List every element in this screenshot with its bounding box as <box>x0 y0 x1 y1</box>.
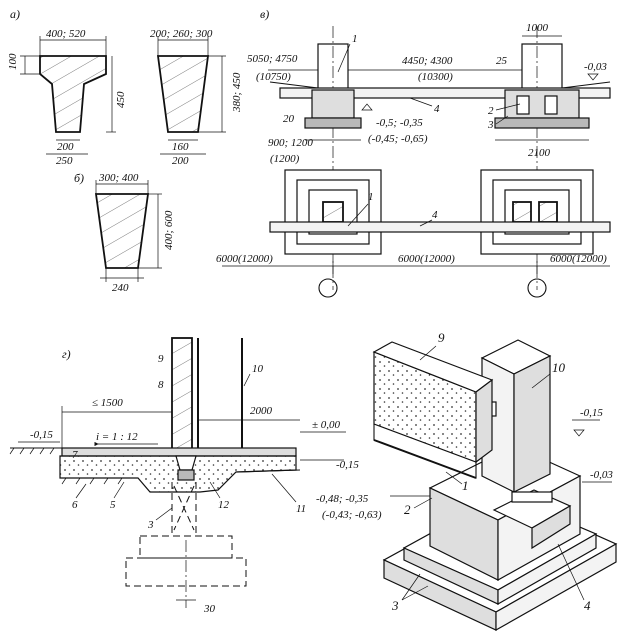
iso-callout-4: 4 <box>584 598 591 613</box>
t-beam-shape <box>39 55 107 133</box>
callout-4: 4 <box>434 103 440 115</box>
isometric-foundation: 9 10 1 2 3 4 -0,15 -0,03 -0,48; -0,35 (-… <box>316 330 618 632</box>
trapezoid-base-label: 160 <box>172 141 189 153</box>
iso-callout-3: 3 <box>391 598 399 613</box>
g-dim-30: 30 <box>203 603 216 615</box>
plan-right-column-b <box>538 201 558 223</box>
section-b-top-label: 300; 400 <box>98 172 139 184</box>
callout-1: 1 <box>352 33 358 45</box>
plan-right-column-a <box>512 201 532 223</box>
t-base-label: 200 <box>57 141 74 153</box>
mid-span-label: 4450; 4300 <box>402 55 453 67</box>
level-050-label: -0,5; -0,35 <box>376 117 423 129</box>
grid-bubble-left <box>318 278 338 298</box>
width-1000-label: 1000 <box>526 22 549 34</box>
trapezoid-beam-shape <box>156 55 210 133</box>
label-a: а) <box>10 7 20 21</box>
footing2-label: (1200) <box>270 153 300 165</box>
plan-left-column <box>322 201 344 223</box>
grid-mid-label: 6000(12000) <box>398 253 455 265</box>
width-25-label: 25 <box>496 55 508 67</box>
iso-callout-2: 2 <box>404 502 411 517</box>
plan-callout-1: 1 <box>368 191 374 203</box>
g-callout-9: 9 <box>158 353 164 365</box>
dim-20-label: 20 <box>283 113 295 125</box>
g-callout-6: 6 <box>72 499 78 511</box>
footing-label: 900; 1200 <box>268 137 313 149</box>
iso-level-003: -0,03 <box>590 469 613 481</box>
callout-2: 2 <box>488 105 494 117</box>
label-v: в) <box>260 7 269 21</box>
section-v-foundation: в) 5050; 4750 (10750) 4450; 4300 (10300)… <box>216 7 611 298</box>
iso-level-043: (-0,43; -0,63) <box>322 509 382 521</box>
g-callout-12: 12 <box>218 499 230 511</box>
g-span-label: ≤ 1500 <box>92 397 123 409</box>
left-span-label: 5050; 4750 <box>247 53 298 65</box>
footing-right-label: 2100 <box>528 147 551 159</box>
g-slope-label: i = 1 : 12 <box>96 431 138 443</box>
right-column <box>521 43 563 91</box>
left-footing-lower <box>304 117 362 129</box>
callout-3: 3 <box>487 119 494 131</box>
level-045-label: (-0,45; -0,65) <box>368 133 428 145</box>
section-b-beam: б) 300; 400 400; 600 240 <box>74 171 175 294</box>
foundation-beam <box>279 87 611 99</box>
level-003-label: -0,03 <box>584 61 607 73</box>
section-g-floor: г) 9 8 10 30 ≤ 1500 20 <box>9 337 359 615</box>
g-level-000: ± 0,00 <box>312 419 341 431</box>
iso-callout-10: 10 <box>552 360 566 375</box>
section-b-shape <box>94 193 150 269</box>
iso-level-015: -0,15 <box>580 407 603 419</box>
section-b-base-label: 240 <box>112 282 129 294</box>
t-height-label: 450 <box>115 91 127 108</box>
pile-cap <box>175 455 197 471</box>
iso-callout-9: 9 <box>438 330 445 345</box>
left-footing-upper <box>311 89 355 119</box>
section-b-height-label: 400; 600 <box>163 210 175 250</box>
t-flange-label: 100 <box>7 53 19 70</box>
left-span2-label: (10750) <box>256 71 291 83</box>
grid-bubble-right <box>527 278 547 298</box>
wall-panel <box>171 337 193 451</box>
mid-span2-label: (10300) <box>418 71 453 83</box>
g-callout-7: 7 <box>72 449 78 461</box>
right-footing-upper <box>504 89 580 119</box>
trapezoid-bottom-label: 200 <box>172 155 189 167</box>
iso-callout-1: 1 <box>462 478 469 493</box>
label-b: б) <box>74 171 84 185</box>
plan-callout-4: 4 <box>432 209 438 221</box>
g-wall-label: 2000 <box>250 405 273 417</box>
g-callout-11: 11 <box>296 503 306 515</box>
g-level-015b: -0,15 <box>336 459 359 471</box>
g-callout-10: 10 <box>252 363 264 375</box>
trapezoid-height-label: 380; 450 <box>231 72 243 113</box>
floor-slab <box>61 447 297 457</box>
plan-beam <box>269 221 611 233</box>
iso-level-048: -0,48; -0,35 <box>316 493 369 505</box>
right-footing-lower <box>494 117 590 129</box>
g-callout-8: 8 <box>158 379 164 391</box>
t-bottom-label: 250 <box>56 155 73 167</box>
trapezoid-top-label: 200; 260; 300 <box>150 28 213 40</box>
section-a-t-beam: а) 400; 520 100 450 200 250 200; 260; 30… <box>7 7 243 167</box>
iso-column-side <box>513 355 551 493</box>
g-callout-5: 5 <box>110 499 116 511</box>
grid-left-label: 6000(12000) <box>216 253 273 265</box>
label-g: г) <box>62 347 71 361</box>
grid-right-label: 6000(12000) <box>550 253 607 265</box>
t-width-label: 400; 520 <box>46 28 86 40</box>
g-callout-3: 3 <box>147 519 154 531</box>
g-level-015: -0,15 <box>30 429 53 441</box>
